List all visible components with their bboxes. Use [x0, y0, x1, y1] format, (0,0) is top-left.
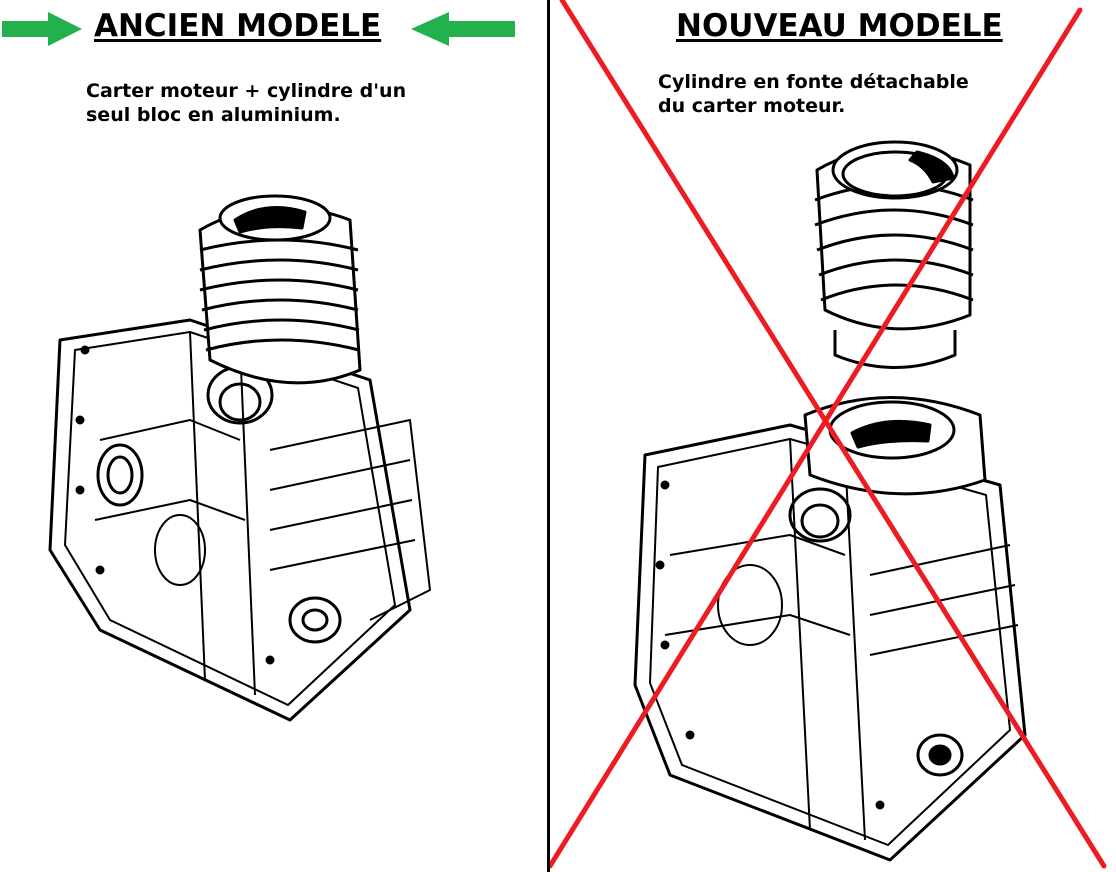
new-model-caption-line2: du carter moteur.	[658, 95, 846, 117]
new-model-caption-line1: Cylindre en fonte détachable	[658, 71, 969, 93]
old-model-caption-line2: seul bloc en aluminium.	[86, 104, 341, 126]
new-model-title: NOUVEAU MODELE	[676, 8, 1003, 44]
integrated-engine-block-drawing	[48, 194, 431, 722]
panel-divider	[547, 0, 550, 872]
cross-out-mark	[550, 0, 1107, 869]
crankcase-drawing	[633, 396, 1027, 862]
old-model-caption: Carter moteur + cylindre d'un seul bloc …	[86, 79, 446, 127]
old-model-caption-line1: Carter moteur + cylindre d'un	[86, 80, 407, 102]
right-arrow-icon	[2, 12, 82, 46]
left-arrow-icon	[411, 12, 515, 46]
old-model-title: ANCIEN MODELE	[94, 8, 382, 44]
old-model-panel: ANCIEN MODELE Carter moteur + cylindre d…	[0, 0, 547, 872]
new-model-caption: Cylindre en fonte détachable du carter m…	[658, 70, 1018, 118]
new-model-panel: NOUVEAU MODELE Cylindre en fonte détacha…	[550, 0, 1116, 872]
detachable-cylinder-drawing	[814, 140, 974, 369]
